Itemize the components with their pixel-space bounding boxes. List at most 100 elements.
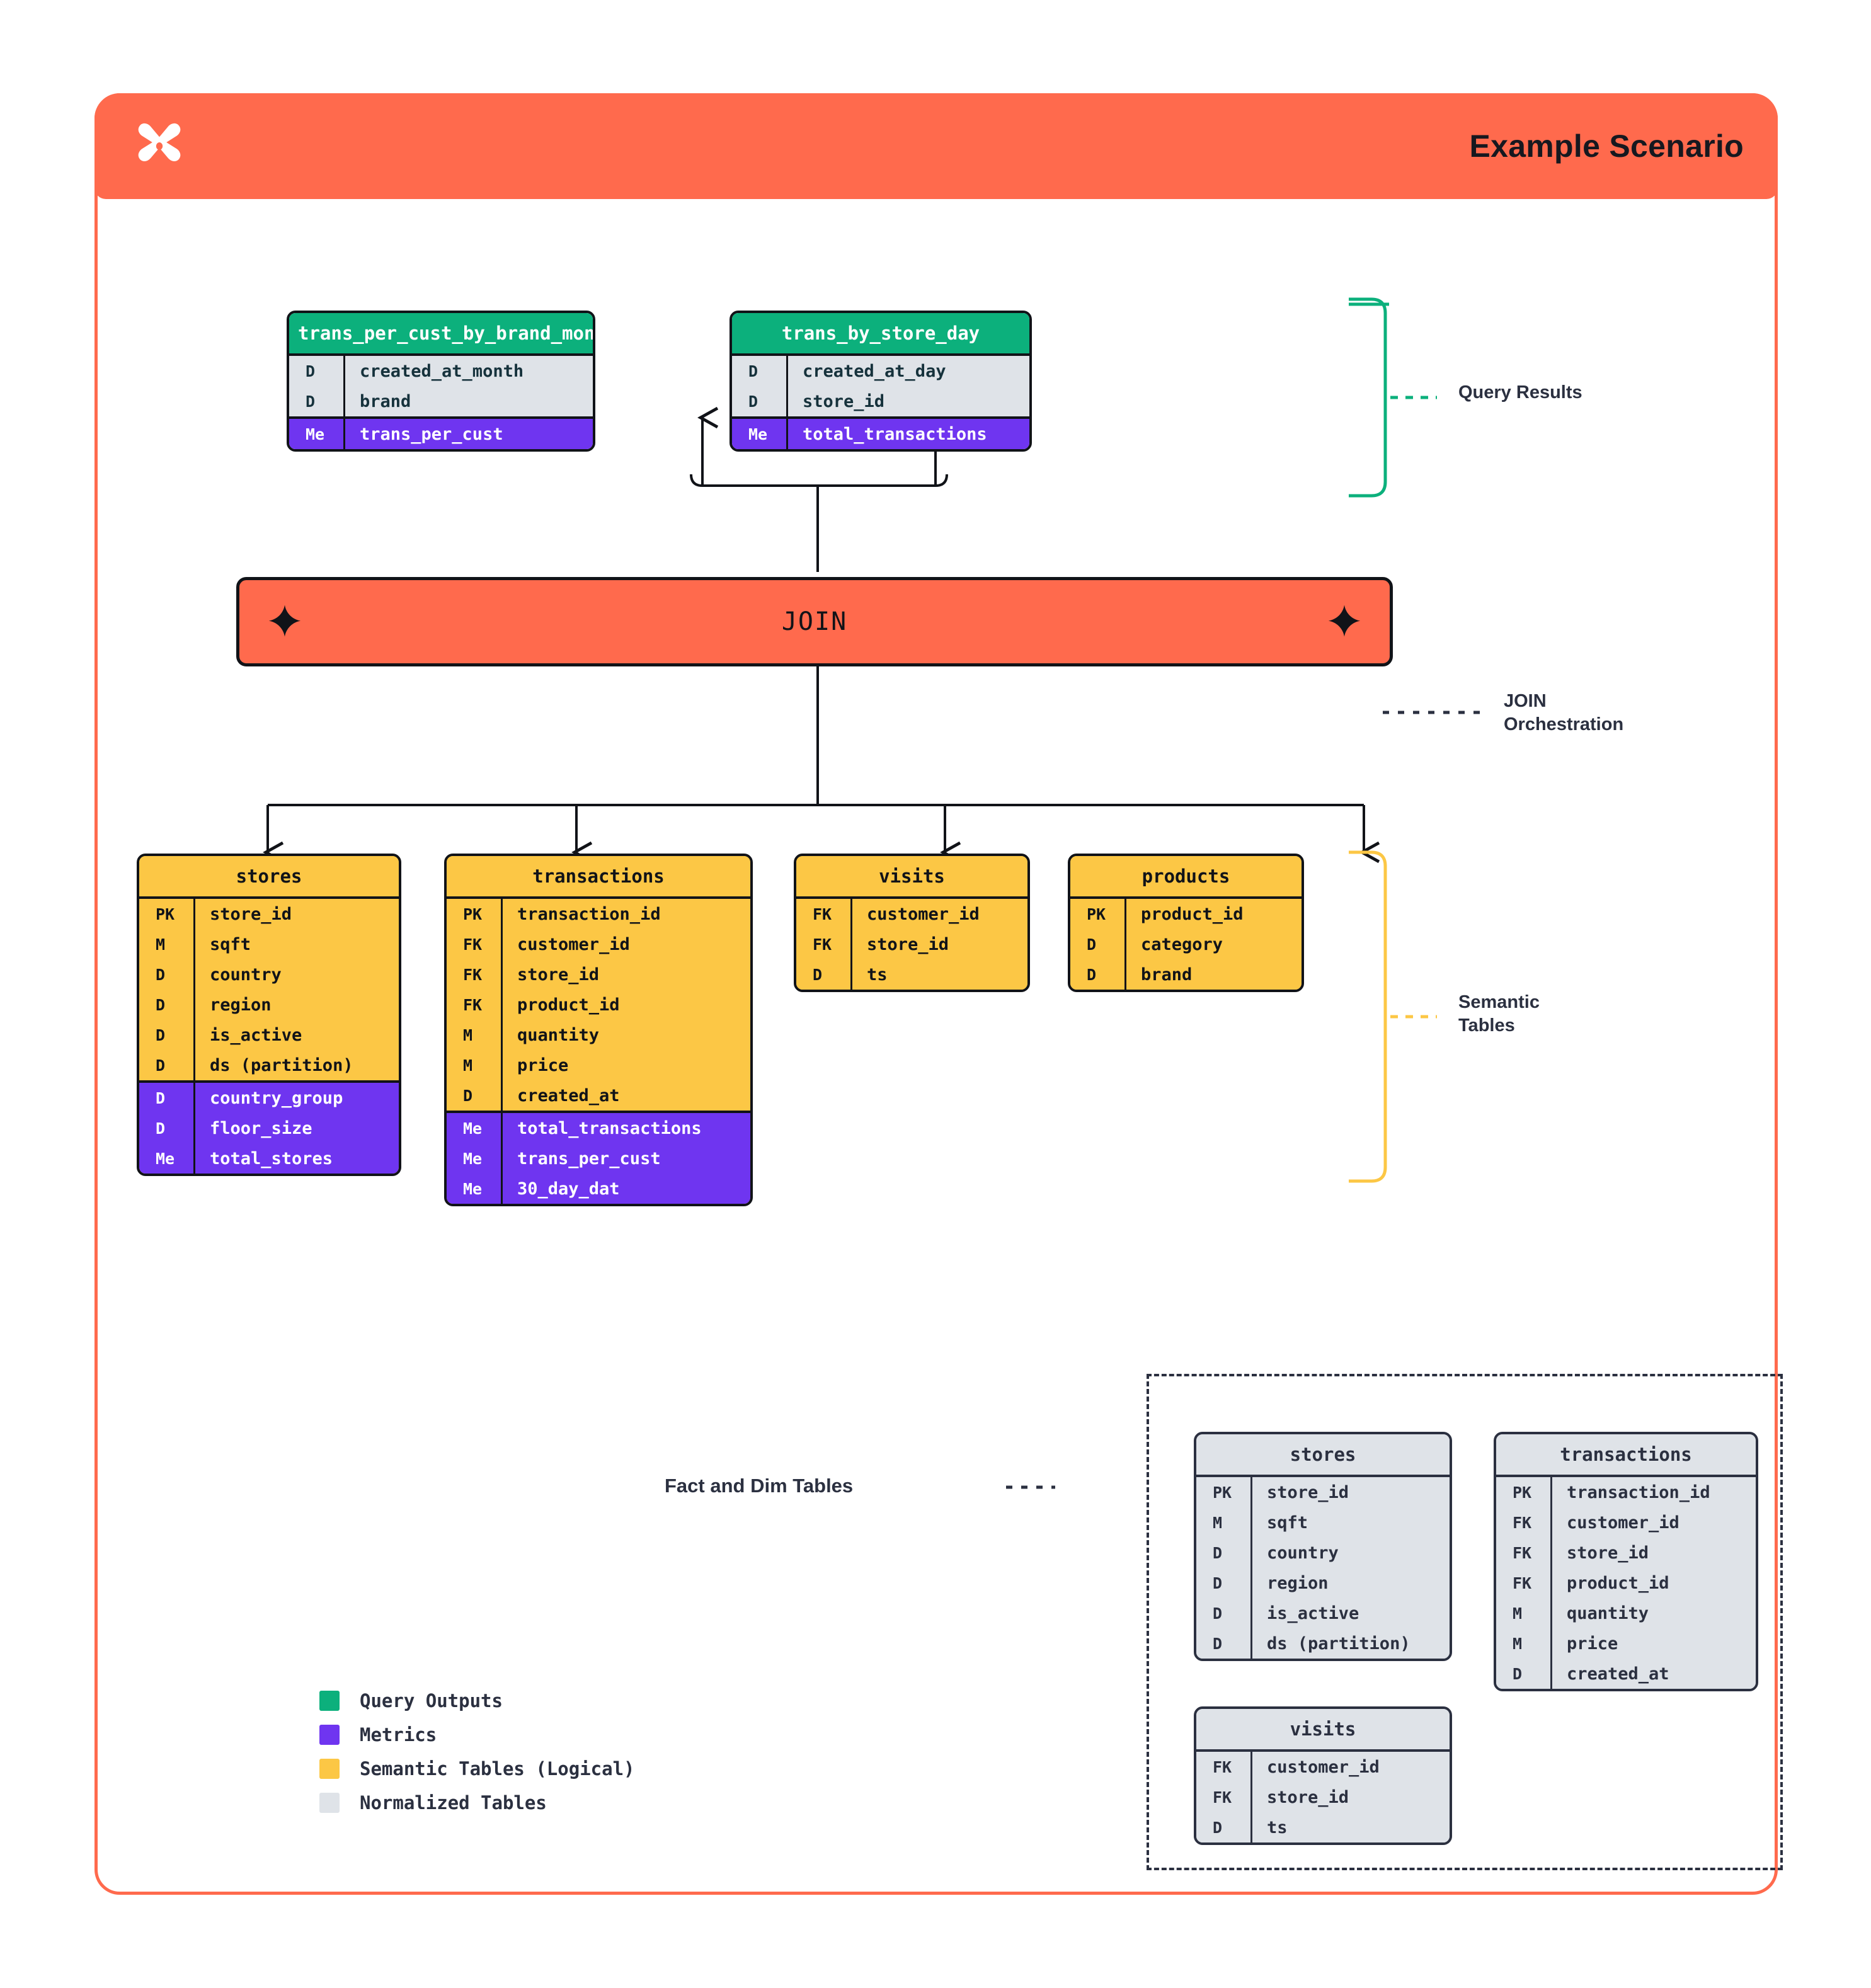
row-key: FK xyxy=(1213,1757,1232,1776)
row-field: price xyxy=(1567,1633,1618,1654)
row-key: D xyxy=(156,1119,166,1138)
row-field: store_id xyxy=(1567,1543,1649,1563)
row-field: ds (partition) xyxy=(1267,1633,1410,1654)
row-field: created_at xyxy=(1567,1664,1669,1684)
table-row: FK customer_id xyxy=(1196,1752,1450,1782)
row-field: store_id xyxy=(1267,1787,1349,1807)
card-header: Example Scenario xyxy=(94,93,1778,199)
legend-swatch-query-outputs xyxy=(319,1691,340,1711)
row-key: FK xyxy=(813,935,832,954)
row-field: product_id xyxy=(517,995,620,1015)
query-output-table-trans-by-store-day[interactable]: trans_by_store_day D created_at_day D st… xyxy=(730,311,1032,452)
row-key: D xyxy=(1213,1634,1223,1653)
row-field: created_at_month xyxy=(360,361,524,381)
legend-swatch-semantic-tables xyxy=(319,1759,340,1779)
column-divider xyxy=(1550,1477,1552,1689)
row-field: region xyxy=(210,995,272,1015)
row-field: store_id xyxy=(517,964,600,985)
row-key: D xyxy=(156,1088,166,1107)
metric-section: Me total_transactions xyxy=(732,416,1029,449)
scenario-card: Example Scenario xyxy=(94,93,1783,1895)
row-key: D xyxy=(156,1056,166,1075)
annotation-query-results: Query Results xyxy=(1458,382,1582,403)
row-key: FK xyxy=(1513,1543,1532,1562)
query-output-table-trans-per-cust-by-brand-month[interactable]: trans_per_cust_by_brand_month D created_… xyxy=(287,311,595,452)
row-field: total_transactions xyxy=(517,1118,702,1138)
table-row: D created_at_day xyxy=(732,356,1029,386)
legend-item: Query Outputs xyxy=(319,1684,635,1718)
row-field: store_id xyxy=(803,391,885,411)
four-point-star-icon xyxy=(268,605,301,637)
column-divider xyxy=(193,1083,195,1174)
table-title: visits xyxy=(1196,1709,1450,1749)
row-field: country_group xyxy=(210,1088,343,1108)
table-title: visits xyxy=(796,856,1027,896)
table-title: stores xyxy=(139,856,399,896)
row-key: Me xyxy=(306,425,325,443)
row-field: floor_size xyxy=(210,1118,312,1138)
table-title: stores xyxy=(1196,1434,1450,1475)
row-key: D xyxy=(306,362,316,380)
column-divider xyxy=(193,899,195,1080)
row-field: ts xyxy=(867,964,888,985)
row-key: M xyxy=(1513,1604,1523,1623)
row-key: D xyxy=(463,1086,473,1105)
row-key: D xyxy=(748,362,758,380)
annotation-join-orchestration: JOIN Orchestration xyxy=(1504,691,1624,735)
fact-dim-group-box xyxy=(1147,1374,1783,1870)
row-field: total_transactions xyxy=(803,424,987,444)
row-field: category xyxy=(1141,934,1223,954)
row-field: sqft xyxy=(1267,1512,1308,1533)
row-field: brand xyxy=(360,391,411,411)
row-field: transaction_id xyxy=(1567,1482,1710,1502)
row-key: PK xyxy=(463,905,483,923)
row-key: D xyxy=(1087,935,1097,954)
row-field: is_active xyxy=(1267,1603,1359,1623)
four-point-star-icon xyxy=(1328,605,1361,637)
table-row: Me total_transactions xyxy=(732,419,1029,449)
row-field: region xyxy=(1267,1573,1329,1593)
row-key: Me xyxy=(156,1149,175,1168)
row-field: store_id xyxy=(210,904,292,924)
row-key: FK xyxy=(463,965,483,984)
join-label: JOIN xyxy=(781,607,848,636)
join-orchestration-bar[interactable]: JOIN xyxy=(236,577,1393,666)
legend-swatch-normalized-tables xyxy=(319,1793,340,1813)
annotation-fact-and-dim-tables: Fact and Dim Tables xyxy=(665,1475,854,1497)
row-key: D xyxy=(156,965,166,984)
row-key: M xyxy=(463,1025,473,1044)
row-field: price xyxy=(517,1055,569,1075)
row-field: trans_per_cust xyxy=(360,424,503,444)
table-row: D store_id xyxy=(732,386,1029,416)
row-field: country xyxy=(210,964,282,985)
row-key: Me xyxy=(463,1179,483,1198)
row-field: transaction_id xyxy=(517,904,661,924)
row-field: customer_id xyxy=(867,904,980,924)
column-divider xyxy=(343,419,345,449)
row-field: customer_id xyxy=(1267,1757,1380,1777)
row-field: customer_id xyxy=(517,934,630,954)
